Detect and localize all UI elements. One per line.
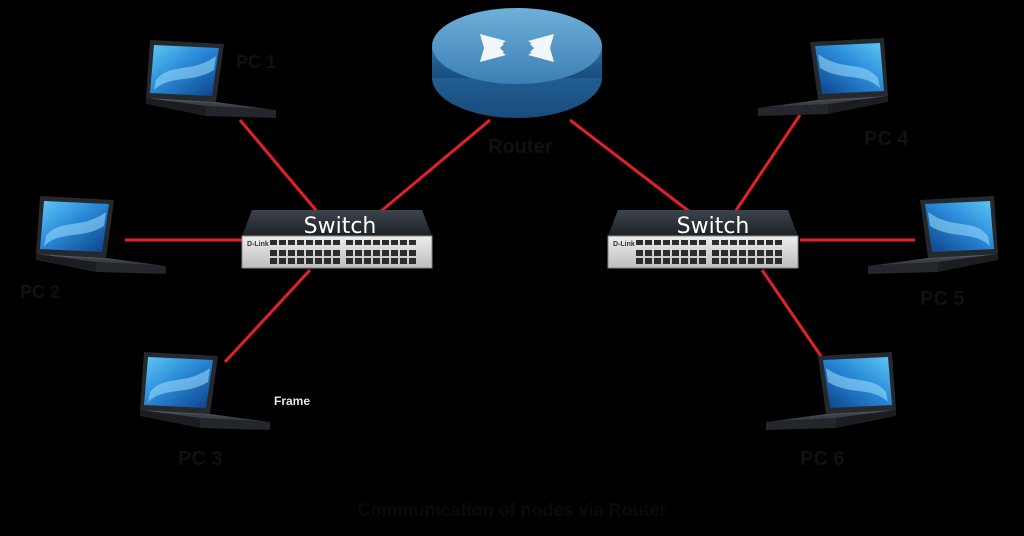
diagram-caption: Communication of nodes via Router xyxy=(357,500,667,520)
switch-right[interactable]: Switch xyxy=(607,209,799,269)
laptop-pc-4[interactable] xyxy=(758,38,888,116)
switch-left[interactable]: Switch xyxy=(241,209,433,269)
link-pc4-switch-right xyxy=(733,114,802,213)
link-router-switch-right xyxy=(569,118,691,214)
pc-3-label: PC 3 xyxy=(178,448,223,470)
frame-label: Frame xyxy=(274,394,311,408)
laptop-pc-3[interactable] xyxy=(140,352,270,430)
pc-1-label: PC 1 xyxy=(236,52,277,72)
link-pc1-switch-left xyxy=(238,119,322,216)
pc-4-label: PC 4 xyxy=(864,128,909,150)
pc-5-label: PC 5 xyxy=(920,288,965,310)
link-pc3-switch-left xyxy=(223,268,312,364)
link-router-switch-left xyxy=(379,118,491,214)
laptop-pc-5[interactable] xyxy=(868,196,998,274)
router-label: Router xyxy=(488,136,553,158)
network-links xyxy=(125,114,915,364)
link-pc6-switch-right xyxy=(760,269,827,363)
laptop-pc-2[interactable] xyxy=(36,196,166,274)
switch-right-label: Switch xyxy=(677,214,750,239)
router-icon[interactable] xyxy=(432,8,602,118)
pc-2-label: PC 2 xyxy=(20,282,61,302)
switch-left-label: Switch xyxy=(304,214,377,239)
pc-6-label: PC 6 xyxy=(800,448,845,470)
laptop-pc-6[interactable] xyxy=(766,352,896,430)
